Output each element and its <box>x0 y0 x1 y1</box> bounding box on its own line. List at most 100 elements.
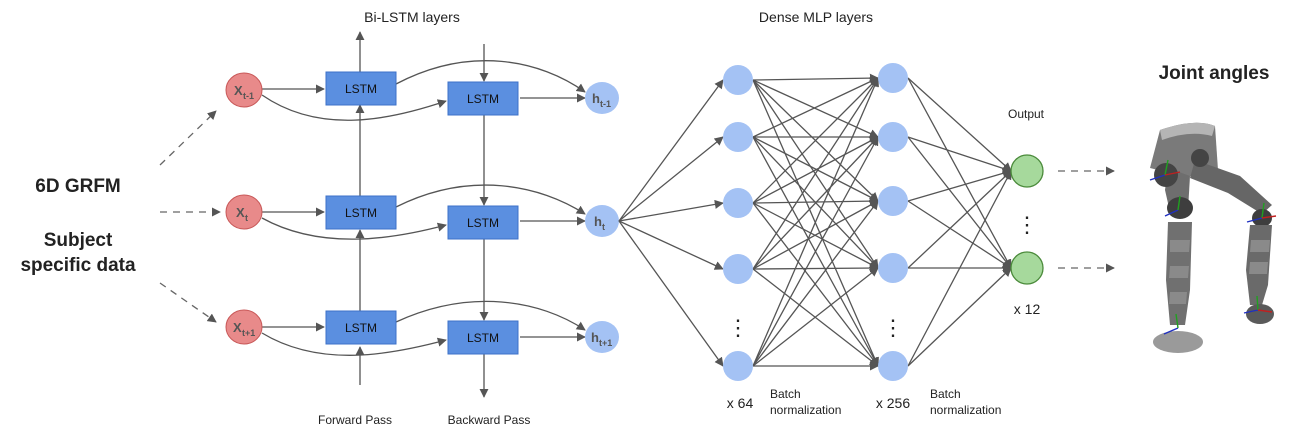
mlp-edge <box>907 77 1012 269</box>
mlp-layer-1 <box>723 65 753 381</box>
svg-text:t-1: t-1 <box>243 91 254 101</box>
forward-pass-label: Forward Pass <box>318 413 392 427</box>
mlp-layer-2 <box>878 63 908 381</box>
mlp-edge <box>907 136 1012 173</box>
mlp-node <box>878 253 908 283</box>
lstm-backward-1: LSTM <box>447 81 519 116</box>
mlp-edge <box>618 79 724 222</box>
input-arrow-top <box>159 110 217 166</box>
lstm-forward-1: LSTM <box>325 71 397 106</box>
svg-text:t: t <box>245 213 248 223</box>
input-label-subject: Subject <box>44 230 113 251</box>
mlp-edge <box>907 77 1012 172</box>
lstm-label: LSTM <box>345 321 377 335</box>
mlp-edge <box>752 77 879 270</box>
output-count: x 12 <box>1014 301 1041 317</box>
mlp-edge <box>618 220 724 367</box>
bilstm-row-2-edges <box>261 184 586 240</box>
h-node-t-plus-1: h t+1 <box>585 321 619 353</box>
mlp-edge <box>907 136 1012 269</box>
mlp-layer-1-ellipsis: ⋮ <box>727 315 749 340</box>
mlp-node <box>723 65 753 95</box>
mlp-edge <box>907 170 1012 269</box>
mlp-edge <box>752 200 879 367</box>
mlp-node <box>878 351 908 381</box>
mlp-edge <box>907 267 1012 367</box>
output-label: Output <box>1008 107 1045 121</box>
lstm-label: LSTM <box>467 92 499 106</box>
mlp-edge <box>752 77 879 138</box>
bilstm-title: Bi-LSTM layers <box>364 9 460 25</box>
mlp-edge <box>907 170 1012 367</box>
lstm-forward-3: LSTM <box>325 310 397 345</box>
mlp-node <box>723 254 753 284</box>
h-node-t: h t <box>585 205 619 237</box>
mlp-layer-2-count: x 256 <box>876 395 910 411</box>
mlp-edge <box>752 136 879 202</box>
lstm-label: LSTM <box>467 216 499 230</box>
svg-text:t-1: t-1 <box>600 99 611 109</box>
svg-text:X: X <box>236 205 245 220</box>
input-label-specific-data: specific data <box>20 255 136 276</box>
svg-text:X: X <box>233 320 242 335</box>
mlp-edge <box>752 77 879 204</box>
svg-text:t+1: t+1 <box>242 328 255 338</box>
lstm-backward-2: LSTM <box>447 205 519 240</box>
backward-pass-label: Backward Pass <box>448 413 531 427</box>
mlp-layer-2-ellipsis: ⋮ <box>882 315 904 340</box>
input-label-grfm: 6D GRFM <box>35 176 121 197</box>
x-node-t: X t <box>225 194 263 230</box>
mlp-edge <box>752 200 879 270</box>
mlp-edge <box>618 199 724 222</box>
lstm-label: LSTM <box>345 82 377 96</box>
mlp-edge <box>752 136 879 270</box>
mlp-edge <box>752 136 879 204</box>
mlp-edge <box>907 168 1012 202</box>
svg-text:t+1: t+1 <box>599 338 612 348</box>
mlp-node <box>878 186 908 216</box>
mlp-node <box>878 122 908 152</box>
mlp-edge <box>752 77 879 367</box>
batchnorm-2-line2: normalization <box>930 403 1001 417</box>
mlp-layer-1-count: x 64 <box>727 395 754 411</box>
mlp-edge <box>907 200 1012 269</box>
svg-text:h: h <box>592 91 600 106</box>
bilstm-row-1-edges <box>261 60 586 121</box>
mlp-title: Dense MLP layers <box>759 9 873 25</box>
lstm-backward-3: LSTM <box>447 320 519 355</box>
output-node <box>1010 154 1044 188</box>
batchnorm-1-line2: normalization <box>770 403 841 417</box>
mlp-edge <box>752 73 879 83</box>
svg-text:X: X <box>234 83 243 98</box>
lstm-label: LSTM <box>467 331 499 345</box>
mlp-edge <box>752 267 879 367</box>
output-node <box>1010 251 1044 285</box>
svg-text:t: t <box>602 222 605 232</box>
mlp-node <box>723 122 753 152</box>
bilstm-row-3-edges <box>261 300 586 356</box>
joint-angles-title: Joint angles <box>1159 63 1270 84</box>
mlp-edges <box>618 73 1012 371</box>
x-node-t-minus-1: X t-1 <box>225 72 263 108</box>
batchnorm-1-line1: Batch <box>770 387 801 401</box>
svg-text:h: h <box>594 214 602 229</box>
mlp-edge <box>752 196 879 206</box>
batchnorm-2-line1: Batch <box>930 387 961 401</box>
lstm-forward-2: LSTM <box>325 195 397 230</box>
mlp-edge <box>752 263 879 273</box>
input-arrow-bottom <box>159 282 217 323</box>
mlp-edge <box>752 136 879 367</box>
output-ellipsis: ⋮ <box>1016 212 1038 237</box>
mlp-node <box>878 63 908 93</box>
mlp-node <box>723 188 753 218</box>
lstm-label: LSTM <box>345 206 377 220</box>
mlp-edge <box>618 136 724 222</box>
mlp-node <box>723 351 753 381</box>
x-node-t-plus-1: X t+1 <box>225 309 263 345</box>
output-layer <box>1010 154 1044 285</box>
mlp-edge <box>618 220 724 270</box>
svg-text:h: h <box>591 330 599 345</box>
leg-model-illustration <box>1149 122 1277 353</box>
h-node-t-minus-1: h t-1 <box>585 82 619 114</box>
